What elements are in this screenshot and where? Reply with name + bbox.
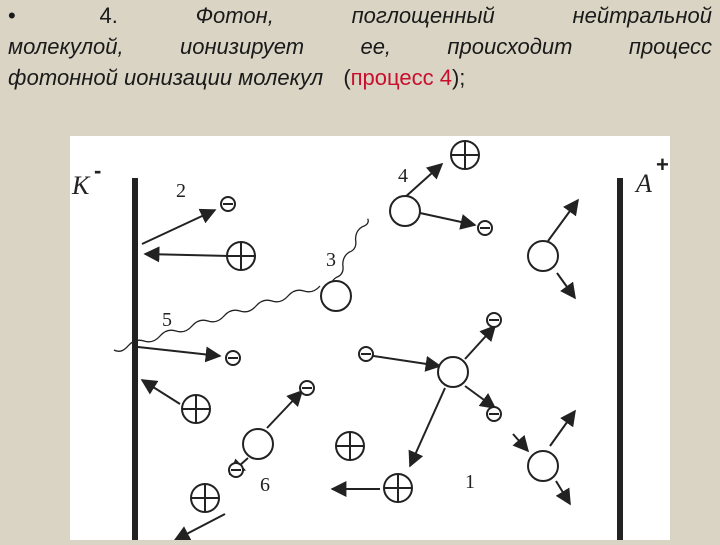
- process-label-1: 1: [465, 471, 475, 493]
- anode-label: A: [634, 169, 652, 198]
- cathode-label: K: [71, 171, 91, 200]
- positive-ion-icon: [190, 483, 220, 513]
- diagram-svg: K - A + 1 2 3 4 5 6: [71, 140, 669, 541]
- positive-ion-icon: [335, 431, 365, 461]
- electron-icon: [358, 346, 374, 362]
- arrow: [464, 385, 497, 409]
- line3-prefix: фотонной ионизации молекул: [8, 65, 324, 90]
- electron-icon: [486, 312, 502, 328]
- word: происходит: [447, 34, 573, 59]
- arrow: [143, 246, 231, 263]
- molecule-neutral: [320, 280, 352, 312]
- word: ее,: [360, 34, 392, 59]
- arrow: [402, 162, 444, 200]
- ionization-diagram: K - A + 1 2 3 4 5 6: [70, 136, 670, 541]
- electron-icon: [299, 380, 315, 396]
- arrow: [140, 379, 181, 405]
- photon-wave-3: [329, 218, 369, 291]
- text-line-1: • 4. Фотон, поглощенный нейтральной: [8, 0, 712, 31]
- cathode-sign: -: [94, 158, 101, 183]
- positive-ion-icon: [181, 394, 211, 424]
- anode-sign: +: [656, 152, 669, 177]
- word: молекулой,: [8, 34, 124, 59]
- electron-icon: [225, 350, 241, 366]
- arrow: [555, 480, 571, 506]
- positive-ion-icon: [383, 473, 413, 503]
- arrow: [547, 198, 579, 242]
- word: ионизирует: [179, 34, 305, 59]
- arrow: [549, 409, 576, 447]
- electron-icon: [477, 220, 493, 236]
- text-line-3: фотонной ионизации молекул (процесс 4);: [8, 62, 712, 93]
- molecule-neutral: [389, 195, 421, 227]
- process-label-4: 4: [398, 165, 408, 187]
- electron-icon: [220, 196, 236, 212]
- arrow: [173, 513, 226, 541]
- highlight-process: процесс 4: [350, 65, 452, 90]
- bullet-icon: •: [8, 3, 16, 28]
- arrow: [266, 389, 304, 429]
- word: Фотон,: [195, 3, 274, 28]
- electron-icon: [486, 406, 502, 422]
- electron-icon: [228, 462, 244, 478]
- molecule-neutral: [437, 356, 469, 388]
- word: нейтральной: [572, 3, 712, 28]
- molecule-neutral: [527, 240, 559, 272]
- molecule-neutral: [527, 450, 559, 482]
- word: поглощенный: [351, 3, 495, 28]
- process-label-3: 3: [326, 249, 336, 271]
- arrow: [141, 208, 217, 245]
- molecule-neutral: [242, 428, 274, 460]
- description-text: • 4. Фотон, поглощенный нейтральной моле…: [8, 0, 712, 93]
- arrow: [408, 387, 446, 468]
- arrow: [512, 433, 530, 453]
- arrow: [556, 272, 576, 300]
- item-number: 4.: [99, 3, 118, 28]
- positive-ion-icon: [226, 241, 256, 271]
- process-label-2: 2: [176, 180, 186, 202]
- process-label-6: 6: [260, 474, 270, 496]
- text-line-2: молекулой, ионизирует ее, происходит про…: [8, 31, 712, 62]
- close-paren: );: [451, 65, 466, 90]
- process-label-5: 5: [162, 309, 172, 331]
- arrow: [419, 212, 477, 230]
- arrow: [464, 324, 497, 360]
- photon-wave-5: [113, 285, 321, 352]
- positive-ion-icon: [450, 140, 480, 170]
- arrow: [137, 346, 222, 363]
- open-paren: (: [343, 65, 351, 90]
- word: процесс: [628, 34, 712, 59]
